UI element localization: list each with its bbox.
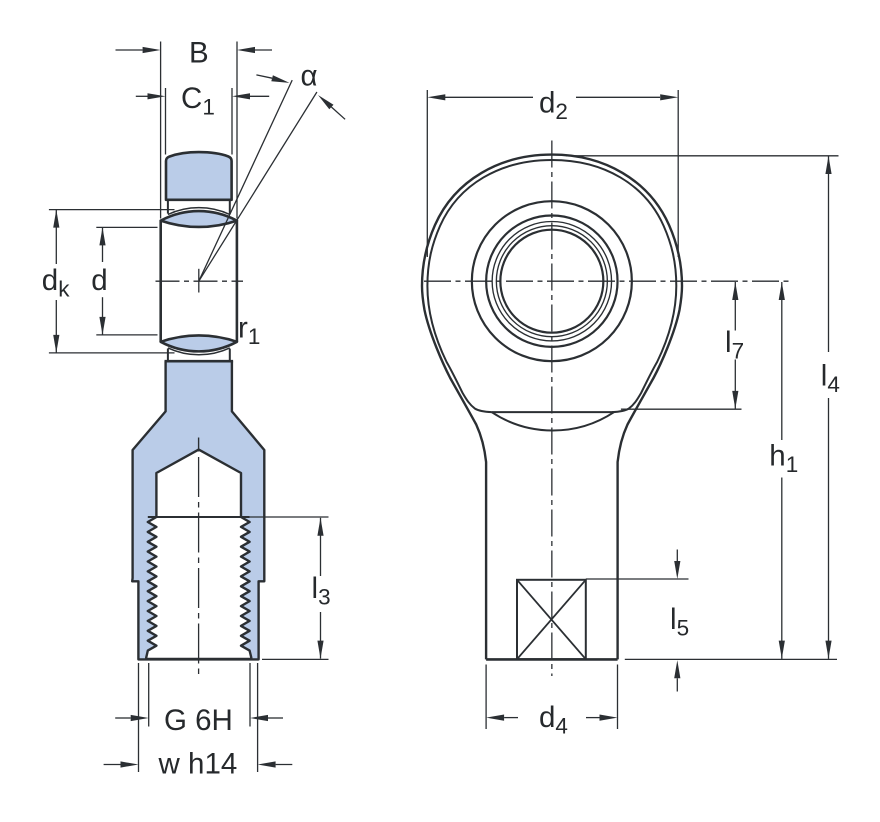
svg-text:w h14: w h14 <box>158 748 238 781</box>
svg-text:α: α <box>300 60 317 93</box>
svg-text:B: B <box>189 37 209 70</box>
svg-text:d: d <box>91 264 107 297</box>
svg-text:G 6H: G 6H <box>164 704 233 737</box>
